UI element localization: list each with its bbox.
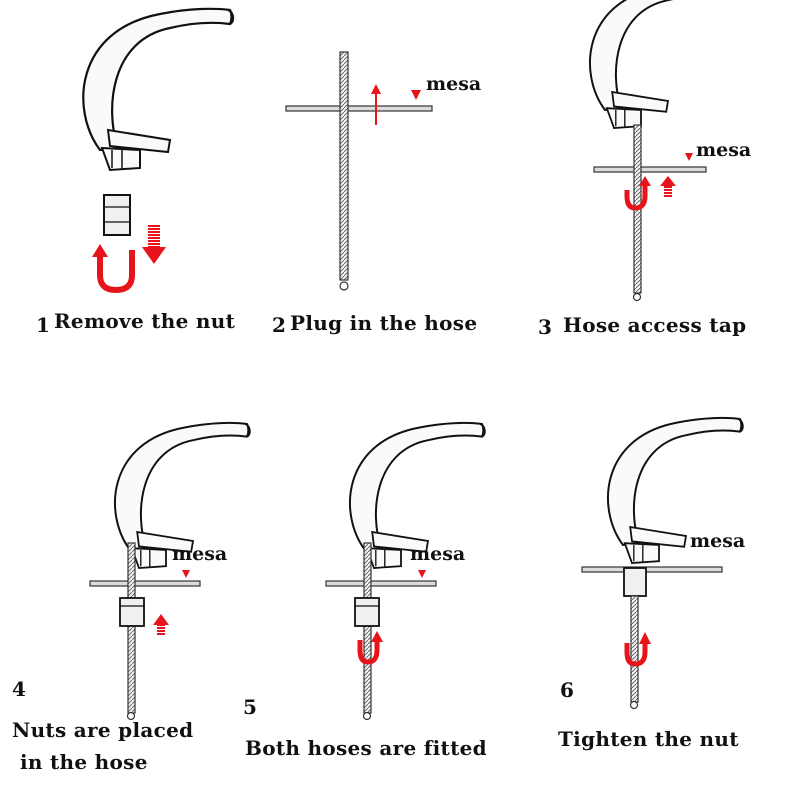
step-1-illustration	[82, 7, 235, 294]
pointer-icon	[685, 153, 693, 161]
mesa-label-step-3: mesa	[696, 139, 752, 161]
rotate-arrow-icon	[624, 184, 648, 211]
mesa-label-step-4: mesa	[172, 543, 228, 565]
step-6-caption: Tighten the nut	[558, 727, 739, 751]
rotate-arrow-icon	[357, 640, 380, 665]
step-5-caption: Both hoses are fitted	[245, 736, 487, 760]
step-2-number: 2	[272, 313, 286, 337]
nut	[103, 194, 131, 236]
step-4-caption-line-1: Nuts are placed	[12, 718, 194, 742]
step-4-caption-line-2: in the hose	[20, 750, 148, 774]
hose	[339, 51, 349, 281]
mesa-label-step-2: mesa	[426, 73, 482, 95]
step-5-number: 5	[243, 695, 257, 719]
step-6-illustration	[581, 416, 744, 710]
rotate-arrow-icon	[624, 642, 648, 667]
pointer-icon	[411, 90, 421, 100]
up-arrow-icon	[660, 176, 676, 186]
step-5-illustration	[325, 421, 486, 721]
step-3-illustration	[588, 0, 726, 302]
up-arrow-icon	[153, 614, 169, 625]
mesa-label-step-6: mesa	[690, 530, 746, 552]
step-2-caption: Plug in the hose	[290, 311, 478, 335]
step-1-caption: Remove the nut	[54, 309, 236, 333]
table-plate	[285, 105, 433, 112]
step-3-number: 3	[538, 315, 552, 339]
step-4-illustration	[89, 421, 251, 721]
up-arrow-icon	[371, 84, 381, 94]
step-3-caption: Hose access tap	[563, 313, 747, 337]
step-2-illustration	[285, 51, 433, 291]
down-arrow-icon	[148, 225, 160, 247]
mesa-label-step-5: mesa	[410, 543, 466, 565]
step-6-number: 6	[560, 678, 574, 702]
step-4-number: 4	[12, 677, 26, 701]
step-1-number: 1	[36, 313, 50, 337]
pointer-icon	[182, 570, 190, 578]
rotate-arrow-icon	[97, 250, 135, 294]
pointer-icon	[418, 570, 426, 578]
